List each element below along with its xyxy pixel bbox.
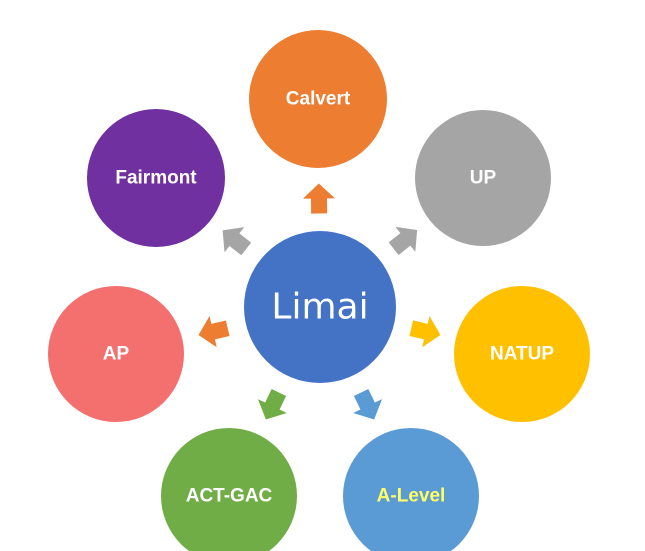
center-node-label: Limai bbox=[271, 287, 368, 328]
node-natup-circle bbox=[454, 286, 590, 422]
arrow-to-ap bbox=[198, 316, 230, 348]
arrow-to-fairmont bbox=[222, 227, 252, 256]
center-layer: Limai bbox=[244, 231, 396, 383]
center-node-circle bbox=[244, 231, 396, 383]
node-a-level-circle bbox=[343, 428, 479, 551]
arrow-to-natup bbox=[409, 316, 441, 348]
node-a-level-label: A-Level bbox=[377, 486, 446, 507]
node-calvert-label: Calvert bbox=[286, 89, 351, 110]
arrow-to-up bbox=[388, 226, 418, 255]
node-calvert-circle bbox=[249, 30, 387, 168]
node-up-label: UP bbox=[470, 168, 497, 189]
arrow-to-act-gac bbox=[257, 389, 287, 420]
node-ap-label: AP bbox=[103, 344, 130, 365]
node-act-gac-label: ACT-GAC bbox=[186, 486, 273, 507]
node-fairmont: Fairmont bbox=[87, 109, 225, 247]
node-act-gac-circle bbox=[161, 428, 297, 551]
arrow-to-a-level bbox=[353, 389, 383, 420]
node-ap: AP bbox=[48, 286, 184, 422]
node-fairmont-label: Fairmont bbox=[115, 168, 197, 189]
arrow-to-calvert bbox=[302, 183, 335, 214]
node-a-level: A-Level bbox=[343, 428, 479, 551]
node-ap-circle bbox=[48, 286, 184, 422]
node-up-circle bbox=[415, 110, 551, 246]
node-natup-label: NATUP bbox=[490, 344, 554, 365]
node-up: UP bbox=[415, 110, 551, 246]
node-fairmont-circle bbox=[87, 109, 225, 247]
node-calvert: Calvert bbox=[249, 30, 387, 168]
node-natup: NATUP bbox=[454, 286, 590, 422]
arrows-layer bbox=[198, 183, 441, 420]
node-act-gac: ACT-GAC bbox=[161, 428, 297, 551]
